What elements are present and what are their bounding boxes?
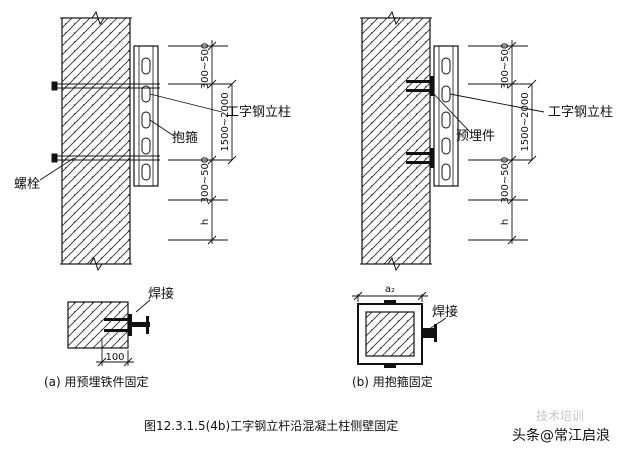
section-a-dim-width: 100 [105, 352, 124, 363]
section-b: a₂ 焊接 (b) 用抱箍固定 [352, 284, 458, 389]
right-dimension-lines [468, 40, 537, 245]
left-break-line-top [60, 10, 132, 26]
section-b-top-dimension [352, 291, 428, 302]
right-dim-top: 300~500 [500, 43, 511, 90]
section-a-caption: (a) 用预埋铁件固定 [44, 374, 149, 389]
left-label-bolt: 螺栓 [14, 177, 40, 192]
right-embedded-plates [406, 76, 434, 168]
right-dim-h: h [500, 219, 511, 225]
left-label-hoop: 抱箍 [172, 130, 198, 146]
section-a-embedded-plate [104, 314, 150, 336]
right-steel-slots [441, 57, 451, 181]
watermark-faint: 技术培训 [536, 408, 584, 423]
left-dim-h: h [200, 219, 211, 225]
watermark: 头条@常江启浪 [512, 427, 610, 444]
right-break-line-top [360, 10, 432, 26]
section-b-concrete [365, 311, 415, 357]
left-label-steel-column: 工字钢立柱 [226, 105, 291, 120]
right-elevation: 300~500 1500~2000 300~500 h 工字钢立柱 预埋件 [360, 10, 613, 272]
section-a-concrete [67, 301, 129, 349]
section-a-dimension [96, 340, 134, 367]
section-b-steel [384, 300, 437, 368]
left-dimension-lines [168, 40, 237, 245]
right-label-steel-column: 工字钢立柱 [548, 105, 613, 120]
left-dim-top: 300~500 [200, 43, 211, 90]
right-label-embedded: 预埋件 [456, 129, 495, 144]
left-bolts [51, 81, 160, 163]
section-a-label-weld: 焊接 [148, 286, 174, 302]
left-leaders [39, 93, 223, 181]
left-dim-mid: 1500~2000 [220, 92, 231, 151]
section-b-label-weld: 焊接 [432, 304, 458, 320]
section-b-caption: (b) 用抱箍固定 [352, 374, 433, 389]
right-dim-mid: 1500~2000 [520, 92, 531, 151]
left-concrete-column [61, 17, 131, 265]
right-concrete-column [361, 17, 431, 265]
left-dim-bottom: 300~500 [200, 157, 211, 204]
section-a: 焊接 100 (a) 用预埋铁件固定 [44, 286, 174, 389]
right-dim-bottom: 300~500 [500, 157, 511, 204]
figure-caption: 图12.3.1.5(4b)工字钢立杆沿混凝土柱侧壁固定 [144, 418, 398, 433]
left-elevation: 300~500 1500~2000 300~500 h 工字钢立柱 抱箍 螺栓 [14, 10, 291, 272]
right-break-line-bottom [360, 256, 432, 272]
left-break-line-bottom [60, 256, 132, 272]
right-leaders [431, 91, 545, 133]
section-b-dim-top: a₂ [385, 284, 395, 295]
